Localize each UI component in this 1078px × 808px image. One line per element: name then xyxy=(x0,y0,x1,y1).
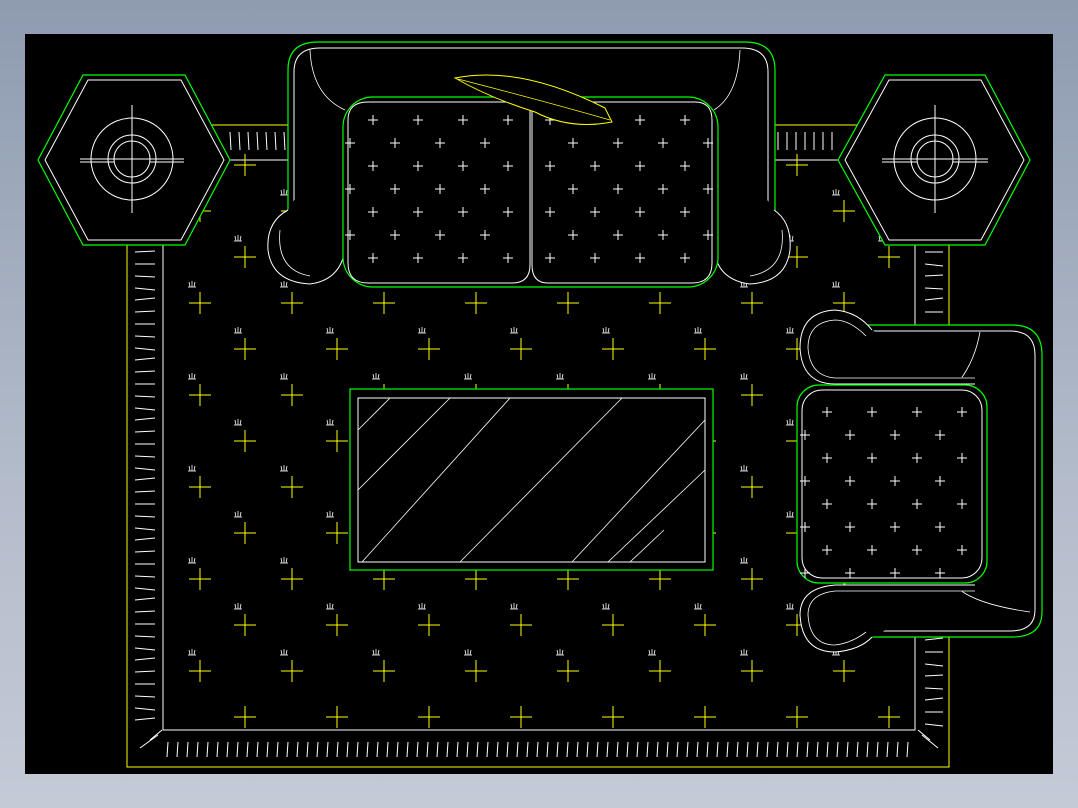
lamp-left-icon xyxy=(80,105,184,213)
three-seat-sofa xyxy=(267,41,791,288)
coffee-table xyxy=(349,388,714,571)
side-table-left xyxy=(37,74,231,246)
armchair-tufting xyxy=(800,407,967,578)
lamp-right-icon xyxy=(882,105,988,213)
side-table-right xyxy=(837,74,1031,246)
glass-hatching xyxy=(357,397,706,563)
cad-viewport[interactable] xyxy=(25,34,1053,774)
leaf-cushion-icon xyxy=(453,74,613,125)
rug-fringe xyxy=(134,131,944,758)
sofa-tufting xyxy=(345,115,713,263)
cad-drawing xyxy=(37,41,1043,768)
armchair xyxy=(796,309,1043,653)
coffee-table-glass xyxy=(357,397,706,563)
coffee-table-outline xyxy=(349,388,714,571)
